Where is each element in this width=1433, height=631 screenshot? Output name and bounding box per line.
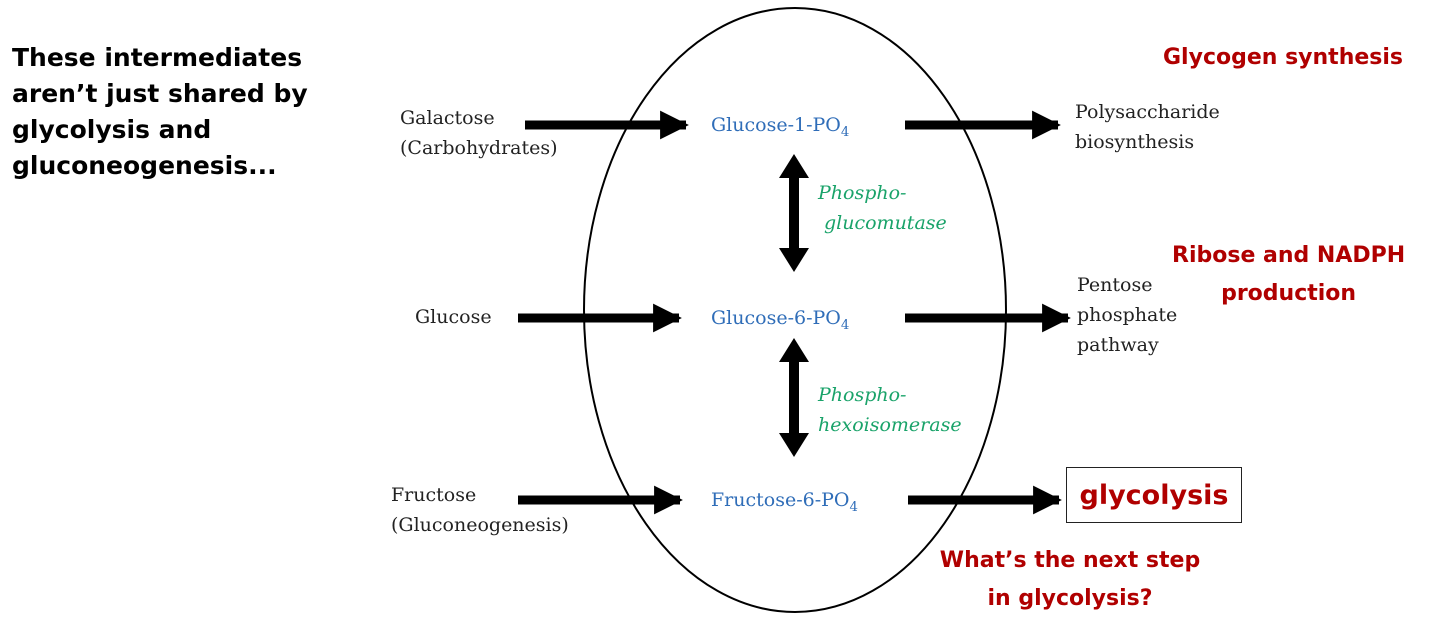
mutase-double-arrow — [779, 154, 809, 272]
isomerase-enzyme-label: Phospho- hexoisomerase — [818, 380, 962, 440]
mutase-line-2: glucomutase — [824, 212, 947, 234]
f6p-label: Fructose-6-PO — [711, 489, 850, 511]
fructose-6-phosphate: Fructose-6-PO4 — [711, 485, 858, 523]
g1p-subscript: 4 — [840, 124, 850, 140]
glycolysis-box: glycolysis — [1066, 467, 1242, 523]
intro-line-2: aren’t just shared by — [12, 79, 308, 108]
mutase-enzyme-label: Phospho- glucomutase — [818, 178, 947, 238]
glucose-label: Glucose — [415, 302, 492, 332]
pentose-line-3: pathway — [1077, 334, 1159, 356]
glycogen-text: Glycogen synthesis — [1163, 45, 1404, 70]
next-step-question: What’s the next step in glycolysis? — [930, 542, 1210, 618]
question-line-1: What’s the next step — [939, 548, 1201, 573]
pentose-phosphate-label: Pentose phosphate pathway — [1077, 270, 1177, 360]
galactose-note: (Carbohydrates) — [400, 137, 558, 159]
polysaccharide-line-1: Polysaccharide — [1075, 101, 1220, 123]
isomerase-double-arrow — [779, 338, 809, 457]
isomerase-line-1: Phospho- — [818, 384, 907, 406]
intro-line-1: These intermediates — [12, 43, 303, 72]
intro-line-4: gluconeogenesis... — [12, 151, 277, 180]
polysaccharide-line-2: biosynthesis — [1075, 131, 1195, 153]
fructose-note: (Gluconeogenesis) — [391, 514, 569, 536]
polysaccharide-label: Polysaccharide biosynthesis — [1075, 97, 1220, 157]
isomerase-line-2: hexoisomerase — [818, 414, 962, 436]
cell-ellipse — [583, 7, 1007, 613]
glucose-name: Glucose — [415, 306, 492, 328]
glycolysis-label: glycolysis — [1079, 479, 1229, 511]
galactose-name: Galactose — [400, 107, 495, 129]
glucose-1-phosphate: Glucose-1-PO4 — [711, 110, 849, 148]
pentose-line-2: phosphate — [1077, 304, 1178, 326]
intro-line-3: glycolysis and — [12, 115, 212, 144]
mutase-line-1: Phospho- — [818, 182, 907, 204]
g6p-subscript: 4 — [840, 317, 850, 333]
g6p-label: Glucose-6-PO — [711, 307, 841, 329]
question-line-2: in glycolysis? — [987, 586, 1153, 611]
fructose-label: Fructose (Gluconeogenesis) — [391, 480, 569, 540]
ribose-line-1: Ribose and NADPH — [1172, 243, 1406, 268]
glucose-6-phosphate: Glucose-6-PO4 — [711, 303, 849, 341]
intro-text: These intermediates aren’t just shared b… — [12, 40, 372, 184]
f6p-subscript: 4 — [849, 499, 858, 515]
g1p-label: Glucose-1-PO — [711, 114, 841, 136]
ribose-annotation: Ribose and NADPH production — [1172, 237, 1405, 313]
ribose-line-2: production — [1221, 281, 1357, 306]
pentose-line-1: Pentose — [1077, 274, 1153, 296]
galactose-label: Galactose (Carbohydrates) — [400, 103, 558, 163]
fructose-name: Fructose — [391, 484, 477, 506]
glycogen-annotation: Glycogen synthesis — [1163, 43, 1403, 73]
